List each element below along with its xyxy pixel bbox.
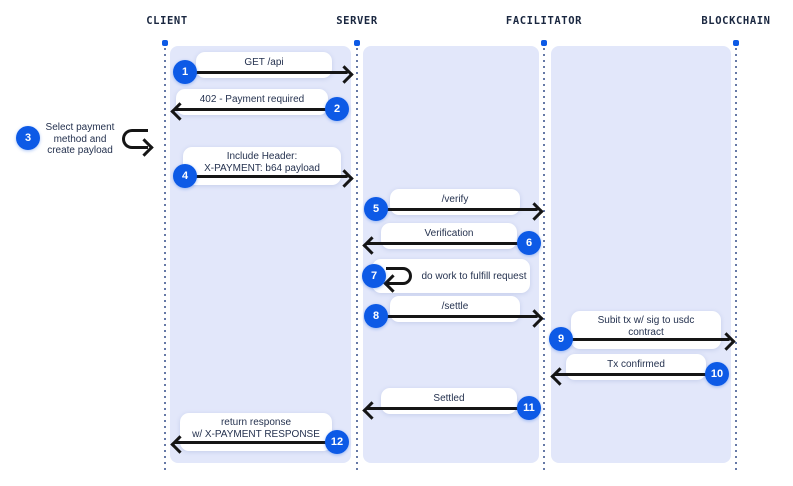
lifeline-dot-client [162,40,168,46]
message-6-arrow-line [366,242,524,245]
message-12-arrow-line [174,441,340,444]
message-9-label: Subit tx w/ sig to usdc contract [571,311,721,349]
step-12-badge: 12 [325,430,349,454]
step-4-badge: 4 [173,164,197,188]
step-8-badge: 8 [364,304,388,328]
self-loop-arrow-icon [122,129,148,149]
self-loop-arrow-icon [386,267,412,285]
message-8-arrow-line [382,315,538,318]
message-1-label: GET /api [196,52,332,78]
lifeline-facilitator [543,48,545,470]
message-1-arrow-line [190,71,348,74]
step-1-badge: 1 [173,60,197,84]
message-11-arrow-line [366,407,524,410]
message-7-label: do work to fulfill request [421,271,527,282]
lifeline-dot-blockchain [733,40,739,46]
message-2-arrow-line [174,108,340,111]
message-7-box [372,259,530,293]
message-4-label: Include Header: X-PAYMENT: b64 payload [183,147,341,185]
step-10-badge: 10 [705,362,729,386]
message-5-label: /verify [390,189,520,215]
message-9-arrow-line [570,338,730,341]
step-2-badge: 2 [325,97,349,121]
lane-panel-facilitator-blockchain [551,46,731,463]
step-11-badge: 11 [517,396,541,420]
message-10-label: Tx confirmed [566,354,706,380]
message-12-label: return response w/ X-PAYMENT RESPONSE [180,413,332,451]
lifeline-blockchain [735,48,737,470]
message-3-label: Select payment method and create payload [45,122,115,156]
step-7-badge: 7 [362,264,386,288]
message-10-arrow-line [554,373,712,376]
message-5-arrow-line [382,208,538,211]
lifeline-dot-server [354,40,360,46]
lifeline-server [356,48,358,470]
actor-header-server: SERVER [336,15,378,27]
message-8-label: /settle [390,296,520,322]
message-11-label: Settled [381,388,517,414]
lifeline-dot-facilitator [541,40,547,46]
step-6-badge: 6 [517,231,541,255]
step-9-badge: 9 [549,327,573,351]
step-3-badge: 3 [16,126,40,150]
step-5-badge: 5 [364,197,388,221]
lifeline-client [164,48,166,470]
message-2-label: 402 - Payment required [176,89,328,115]
message-6-label: Verification [381,223,517,249]
actor-header-facilitator: FACILITATOR [505,15,583,27]
actor-header-blockchain: BLOCKCHAIN [701,15,771,27]
message-4-arrow-line [190,175,348,178]
lane-panel-client-server [170,46,351,463]
actor-header-client: CLIENT [146,15,188,27]
